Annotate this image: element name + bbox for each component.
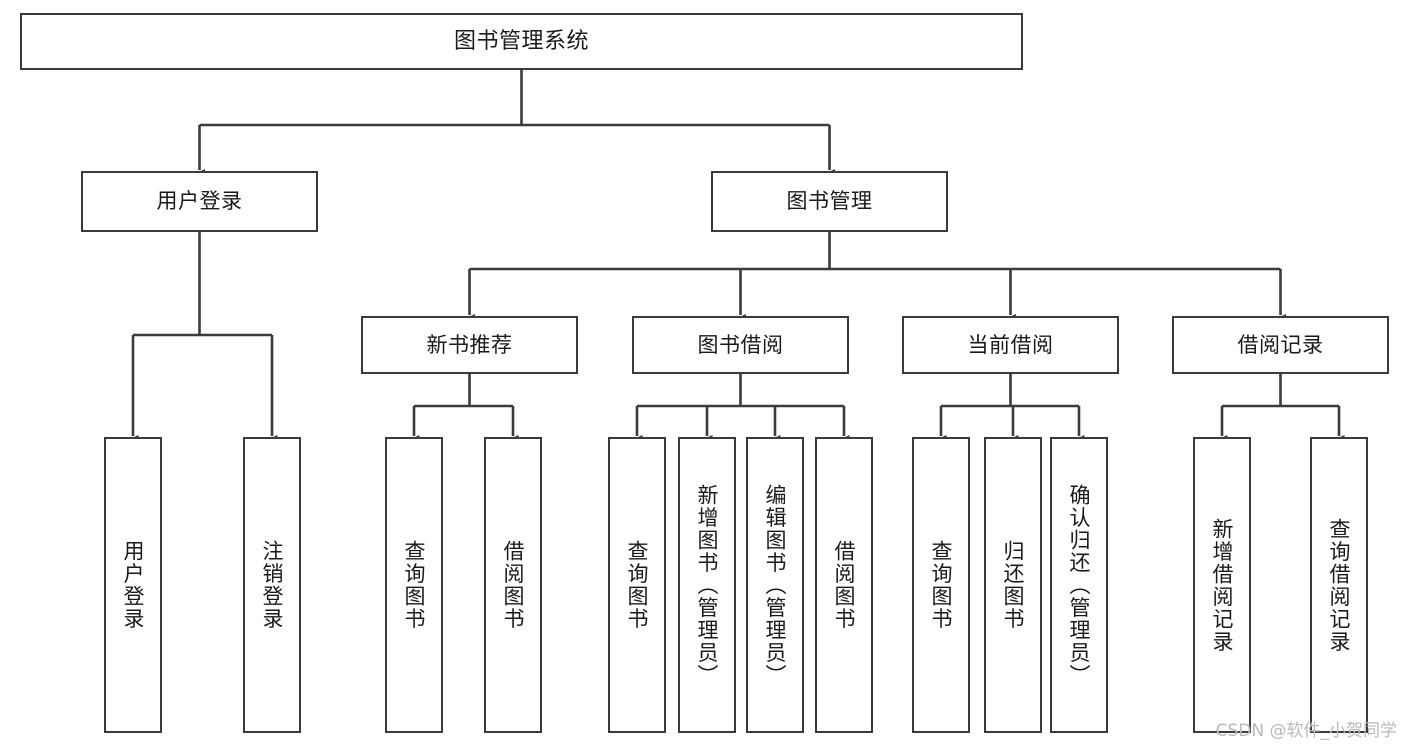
node-leaf-cur-return[interactable]: 归还图书: [984, 437, 1042, 733]
node-leaf-borrow-lend[interactable]: 借阅图书: [815, 437, 873, 733]
node-leaf-rec-add-label: 新增借阅记录: [1210, 517, 1235, 653]
node-root[interactable]: 图书管理系统: [20, 13, 1023, 70]
node-leaf-rec-borrow[interactable]: 借阅图书: [484, 437, 542, 733]
node-leaf-user-login-label: 用户登录: [121, 540, 146, 630]
watermark: CSDN @软件_小贺同学: [1215, 721, 1397, 741]
node-leaf-borrow-query[interactable]: 查询图书: [608, 437, 666, 733]
node-leaf-rec-search-label: 查询借阅记录: [1327, 517, 1352, 653]
node-leaf-rec-add[interactable]: 新增借阅记录: [1193, 437, 1251, 733]
node-leaf-borrow-lend-label: 借阅图书: [832, 540, 857, 630]
node-leaf-cur-confirm[interactable]: 确认归还（管理员）: [1050, 437, 1108, 733]
node-user-login-label: 用户登录: [156, 189, 243, 214]
node-leaf-user-logout[interactable]: 注销登录: [243, 437, 301, 733]
node-book-manage-label: 图书管理: [786, 189, 873, 214]
node-leaf-borrow-edit[interactable]: 编辑图书（管理员）: [746, 437, 804, 733]
node-current-borrow-label: 当前借阅: [967, 332, 1054, 357]
node-leaf-cur-query-label: 查询图书: [929, 540, 954, 630]
node-current-borrow[interactable]: 当前借阅: [902, 316, 1119, 374]
node-book-borrow-label: 图书借阅: [697, 332, 784, 357]
node-leaf-cur-query[interactable]: 查询图书: [912, 437, 970, 733]
node-leaf-user-login[interactable]: 用户登录: [104, 437, 162, 733]
node-leaf-cur-return-label: 归还图书: [1001, 540, 1026, 630]
node-root-label: 图书管理系统: [453, 28, 589, 54]
node-new-book-rec[interactable]: 新书推荐: [361, 316, 578, 374]
node-leaf-rec-search[interactable]: 查询借阅记录: [1310, 437, 1368, 733]
node-user-login[interactable]: 用户登录: [81, 171, 318, 232]
connector-lines: [127, 70, 1345, 445]
node-leaf-borrow-query-label: 查询图书: [625, 540, 650, 630]
node-book-borrow[interactable]: 图书借阅: [632, 316, 849, 374]
node-leaf-rec-query[interactable]: 查询图书: [385, 437, 443, 733]
node-borrow-record[interactable]: 借阅记录: [1172, 316, 1389, 374]
node-leaf-borrow-edit-label: 编辑图书（管理员）: [763, 483, 788, 687]
node-new-book-rec-label: 新书推荐: [426, 332, 513, 357]
node-leaf-cur-confirm-label: 确认归还（管理员）: [1067, 483, 1092, 687]
node-book-manage[interactable]: 图书管理: [711, 171, 948, 232]
node-leaf-borrow-add-label: 新增图书（管理员）: [695, 483, 720, 687]
node-leaf-user-logout-label: 注销登录: [260, 540, 285, 630]
node-borrow-record-label: 借阅记录: [1237, 332, 1324, 357]
node-leaf-rec-borrow-label: 借阅图书: [501, 540, 526, 630]
node-leaf-borrow-add[interactable]: 新增图书（管理员）: [678, 437, 736, 733]
node-leaf-rec-query-label: 查询图书: [402, 540, 427, 630]
